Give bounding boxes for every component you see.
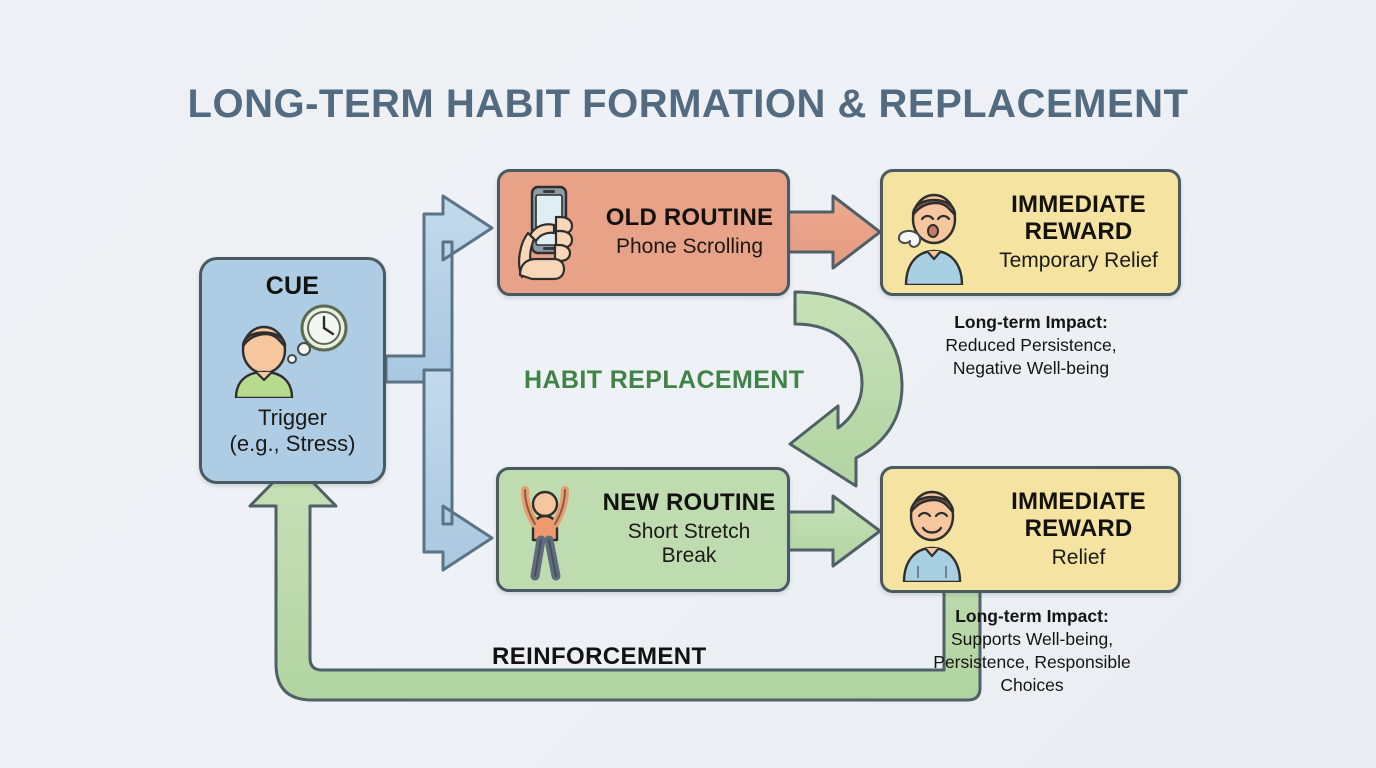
person-sighing-icon <box>883 181 979 285</box>
reward-new-subtitle: Relief <box>1051 545 1106 569</box>
connector-habit-replacement-curve <box>788 290 904 488</box>
new-routine-text: NEW ROUTINE Short Stretch Break <box>591 490 787 568</box>
connector-old-routine-to-reward <box>784 194 882 270</box>
impact-old-routine: Long-term Impact: Reduced Persistence, N… <box>920 311 1142 380</box>
person-smiling-icon <box>883 478 979 582</box>
connector-cue-branch <box>384 194 494 572</box>
cue-subtitle-line2: (e.g., Stress) <box>229 431 356 457</box>
connector-reinforcement-loop <box>248 460 982 702</box>
label-habit-replacement: HABIT REPLACEMENT <box>524 366 805 394</box>
reward-new-heading-line2: REWARD <box>1024 514 1133 542</box>
cue-subtitle-line1: Trigger <box>258 405 327 430</box>
node-reward-old[interactable]: IMMEDIATE REWARD Temporary Relief <box>880 169 1181 296</box>
impact-new-line1: Supports Well-being, <box>950 629 1114 650</box>
old-routine-heading: OLD ROUTINE <box>605 204 774 232</box>
reward-old-heading-line2: REWARD <box>1024 217 1133 245</box>
node-new-routine[interactable]: NEW ROUTINE Short Stretch Break <box>496 467 790 592</box>
impact-old-line1: Reduced Persistence, <box>945 335 1117 356</box>
impact-new-line2: Persistence, Responsible <box>933 652 1131 673</box>
person-stretching-icon <box>499 478 591 582</box>
connector-new-routine-to-reward <box>784 494 882 568</box>
new-routine-heading: NEW ROUTINE <box>602 489 776 517</box>
impact-old-heading: Long-term Impact: <box>954 312 1108 332</box>
old-routine-text: OLD ROUTINE Phone Scrolling <box>592 205 787 259</box>
impact-new-heading: Long-term Impact: <box>955 606 1109 626</box>
reward-old-text: IMMEDIATE REWARD Temporary Relief <box>979 191 1178 273</box>
label-reinforcement: REINFORCEMENT <box>492 643 707 670</box>
new-routine-subtitle-line2: Break <box>661 544 717 568</box>
impact-new-routine: Long-term Impact: Supports Well-being, P… <box>916 605 1148 697</box>
node-reward-new[interactable]: IMMEDIATE REWARD Relief <box>880 466 1181 593</box>
reward-old-heading-line1: IMMEDIATE <box>1011 191 1146 219</box>
new-routine-subtitle-line1: Short Stretch <box>627 520 751 544</box>
person-thinking-clock-icon <box>218 302 368 398</box>
hand-holding-phone-icon <box>500 181 592 285</box>
page-title: LONG-TERM HABIT FORMATION & REPLACEMENT <box>187 82 1189 126</box>
cue-subtitle: Trigger (e.g., Stress) <box>224 402 362 458</box>
reward-new-text: IMMEDIATE REWARD Relief <box>979 488 1178 570</box>
node-cue[interactable]: CUE Trigger (e.g., Stress) <box>199 257 386 484</box>
reward-old-subtitle: Temporary Relief <box>999 248 1158 272</box>
old-routine-subtitle: Phone Scrolling <box>615 235 764 259</box>
reward-new-heading-line1: IMMEDIATE <box>1011 488 1146 516</box>
impact-old-line2: Negative Well-being <box>952 358 1110 379</box>
node-old-routine[interactable]: OLD ROUTINE Phone Scrolling <box>497 169 790 296</box>
impact-new-line3: Choices <box>1000 675 1064 696</box>
cue-heading: CUE <box>265 272 320 300</box>
